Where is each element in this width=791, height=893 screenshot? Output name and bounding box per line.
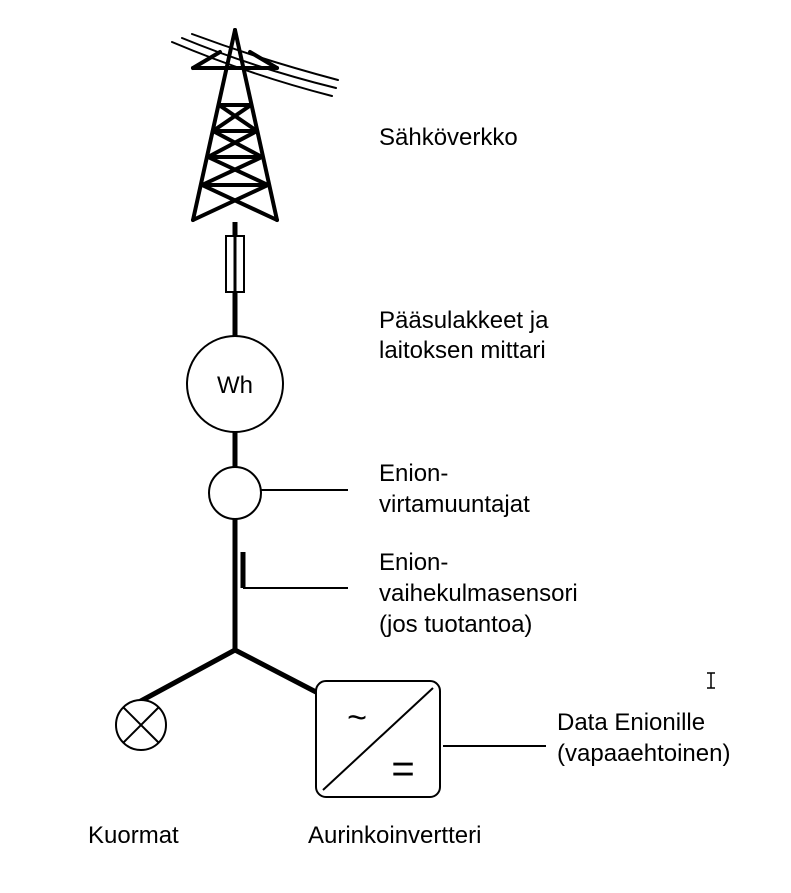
- fuse-icon: [225, 235, 245, 293]
- label-ct-line2: virtamuuntajat: [379, 491, 530, 518]
- label-loads: Kuormat: [88, 822, 179, 849]
- meter-symbol: Wh: [217, 372, 253, 399]
- label-phase-line3: (jos tuotantoa): [379, 611, 532, 638]
- inverter-icon: ~ =: [315, 680, 441, 798]
- current-transformer-icon: [208, 466, 262, 520]
- text-cursor-icon: [707, 672, 715, 689]
- label-main-fuses-line2: laitoksen mittari: [379, 337, 546, 364]
- energy-meter-icon: Wh: [186, 335, 284, 433]
- load-lamp-icon: [115, 699, 167, 751]
- label-inverter: Aurinkoinvertteri: [308, 822, 481, 849]
- label-main-fuses-line1: Pääsulakkeet ja: [379, 307, 549, 334]
- inverter-dc-symbol: =: [391, 747, 414, 791]
- label-phase-line1: Enion-: [379, 549, 448, 576]
- label-data-line1: Data Enionille: [557, 709, 705, 736]
- inverter-ac-symbol: ~: [347, 699, 367, 737]
- label-phase-line2: vaihekulmasensori: [379, 580, 578, 607]
- transmission-tower-icon: [171, 28, 339, 222]
- label-data-line2: (vapaaehtoinen): [557, 740, 730, 767]
- branch-lines: [137, 647, 318, 705]
- label-grid: Sähköverkko: [379, 124, 518, 151]
- label-ct-line1: Enion-: [379, 460, 448, 487]
